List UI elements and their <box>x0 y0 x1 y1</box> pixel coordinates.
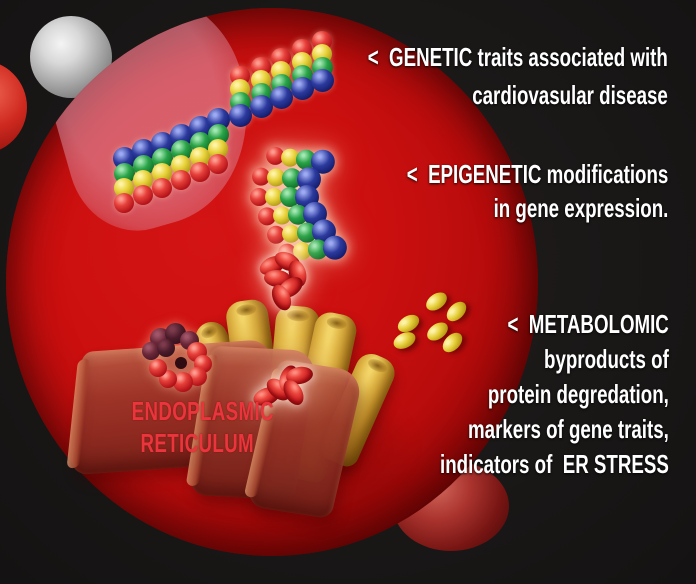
dna-bead-red <box>250 188 268 206</box>
dna-bead-blue <box>269 85 293 109</box>
metabolomic-caption-line3: protein degredation, <box>488 379 669 409</box>
genetic-caption-line2: cardiovasular disease <box>472 80 668 110</box>
er-label-line2: RETICULUM <box>140 428 254 458</box>
er-label: ENDOPLASMIC RETICULUM <box>84 395 274 459</box>
genetic-caption: < GENETIC traits associated with cardiov… <box>251 38 668 114</box>
er-tube-opening <box>325 315 348 331</box>
metabolomic-caption-line1: < METABOLOMIC <box>507 309 669 339</box>
protein-berry-hole <box>175 357 187 369</box>
dna-bead-red <box>190 162 210 182</box>
protein-berry-red <box>173 372 193 392</box>
genetic-caption-line1: < GENETIC traits associated with <box>367 42 668 72</box>
metabolomic-caption-line5: indicators of ER STRESS <box>440 449 669 479</box>
nucleus <box>28 8 276 247</box>
metabolomic-caption-line4: markers of gene traits, <box>468 414 669 444</box>
dna-bead-blue <box>290 76 314 100</box>
dna-bead-red <box>133 185 153 205</box>
er-tube-opening <box>199 323 219 341</box>
dna-bead-red <box>208 154 228 174</box>
protein-berry-dark <box>142 342 160 360</box>
protein-berry-darker <box>157 339 175 357</box>
epigenetic-caption: < EPIGENETIC modifications in gene expre… <box>305 157 668 225</box>
dna-bead-red <box>152 178 172 198</box>
dna-bead-blue <box>310 68 334 92</box>
dna-bead-blue <box>321 234 349 261</box>
metabolomic-caption-line2: byproducts of <box>544 344 669 374</box>
dna-bead-red <box>171 170 191 190</box>
protein-berry-red <box>149 359 167 377</box>
epigenetic-caption-line1: < EPIGENETIC modifications <box>406 159 668 189</box>
dna-bead-yellow <box>265 188 283 206</box>
dna-bead-blue <box>228 103 252 127</box>
er-tube-opening <box>287 309 310 323</box>
er-tube-opening <box>235 303 258 317</box>
dna-bead-blue <box>249 94 273 118</box>
metabolomic-caption: < METABOLOMIC byproducts of protein degr… <box>351 307 669 482</box>
er-label-line1: ENDOPLASMIC <box>131 396 274 426</box>
red-sphere-left <box>0 60 27 154</box>
dna-bead-red <box>114 193 134 213</box>
epigenetic-caption-line2: in gene expression. <box>493 193 668 223</box>
